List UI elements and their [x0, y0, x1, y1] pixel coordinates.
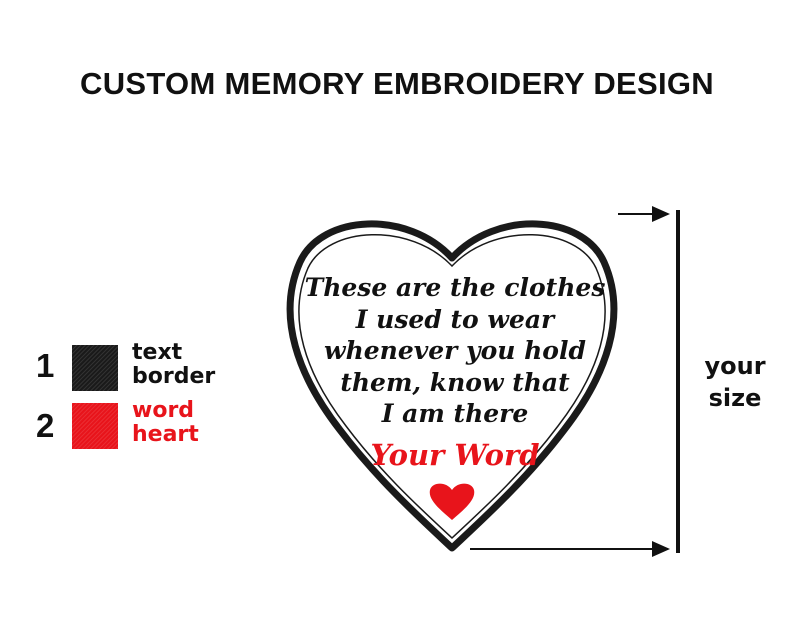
message-line: I used to wear [355, 304, 555, 334]
custom-word: Your Word [370, 438, 540, 472]
legend-label: border [132, 364, 216, 389]
heart-inner-line [298, 234, 606, 540]
size-label-line: your [704, 352, 766, 380]
heart-message: These are the clothes I used to wear whe… [300, 272, 610, 430]
legend-labels: word heart [132, 399, 199, 447]
legend-label: heart [132, 422, 199, 447]
legend-number: 2 [36, 407, 55, 444]
legend-number: 1 [36, 347, 55, 384]
message-line: I am there [381, 399, 529, 428]
legend-label: text [132, 340, 183, 365]
legend-labels: text border [132, 341, 215, 389]
message-line: whenever you hold [324, 336, 586, 365]
heart-border [286, 220, 618, 552]
small-heart-icon [429, 483, 475, 520]
color-swatch-black [72, 345, 118, 391]
message-line: These are the clothes [304, 273, 606, 302]
size-label-line: size [708, 384, 762, 412]
legend-label: word [132, 398, 195, 423]
color-swatch-red [72, 403, 118, 449]
page-title: CUSTOM MEMORY EMBROIDERY DESIGN [80, 66, 714, 101]
size-label: your size [690, 350, 780, 414]
message-line: them, know that [340, 367, 570, 397]
